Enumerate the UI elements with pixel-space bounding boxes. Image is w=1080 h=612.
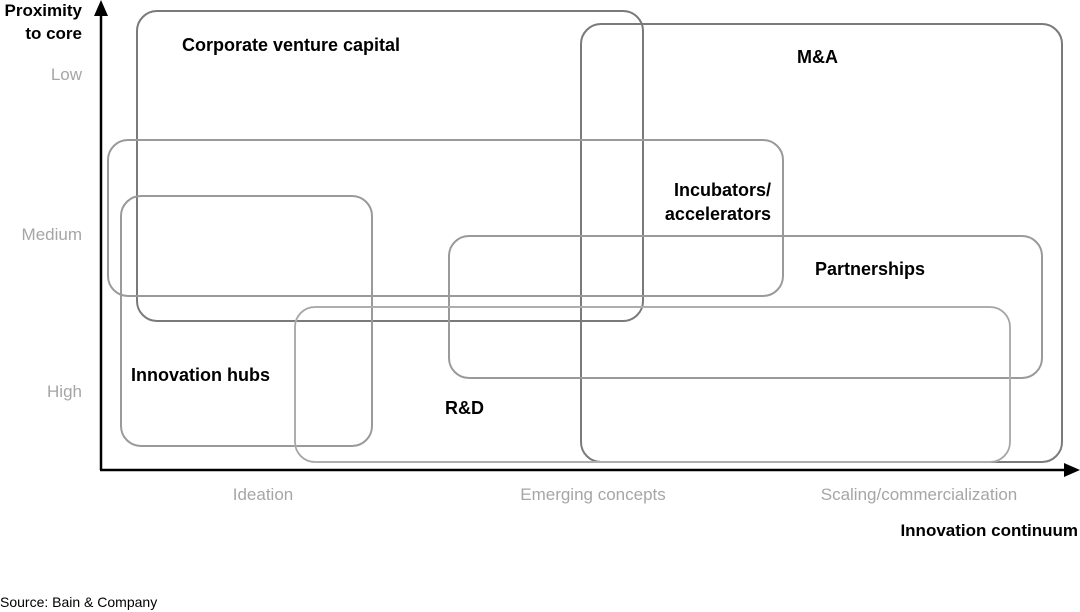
x-tick-emerging-concepts: Emerging concepts	[520, 485, 666, 504]
label-partnerships: Partnerships	[815, 259, 925, 279]
label-rd: R&D	[445, 398, 484, 418]
label-incubators-line2: accelerators	[665, 204, 771, 224]
source-note: Source: Bain & Company	[0, 594, 157, 610]
label-innovation-hubs: Innovation hubs	[131, 365, 270, 385]
y-axis-title-line1: Proximity	[5, 1, 83, 20]
box-innovation-hubs	[120, 195, 373, 447]
box-rd	[294, 306, 1011, 463]
y-tick-medium: Medium	[22, 225, 82, 244]
label-incubators-line1: Incubators/	[674, 180, 771, 200]
x-axis-title: Innovation continuum	[900, 521, 1078, 540]
box-rd-frame	[294, 306, 1011, 463]
label-corporate-venture-capital: Corporate venture capital	[182, 35, 400, 55]
y-axis-title-line2: to core	[25, 24, 82, 43]
x-tick-ideation: Ideation	[233, 485, 294, 504]
y-tick-low: Low	[51, 65, 83, 84]
y-axis-arrowhead	[94, 0, 108, 16]
label-ma: M&A	[797, 47, 838, 67]
box-ma	[580, 23, 1063, 463]
box-incubators-accelerators	[107, 139, 784, 297]
y-tick-high: High	[47, 382, 82, 401]
x-tick-scaling: Scaling/commercialization	[821, 485, 1018, 504]
box-corporate-venture-capital	[136, 10, 644, 322]
x-axis-arrowhead	[1064, 463, 1080, 477]
